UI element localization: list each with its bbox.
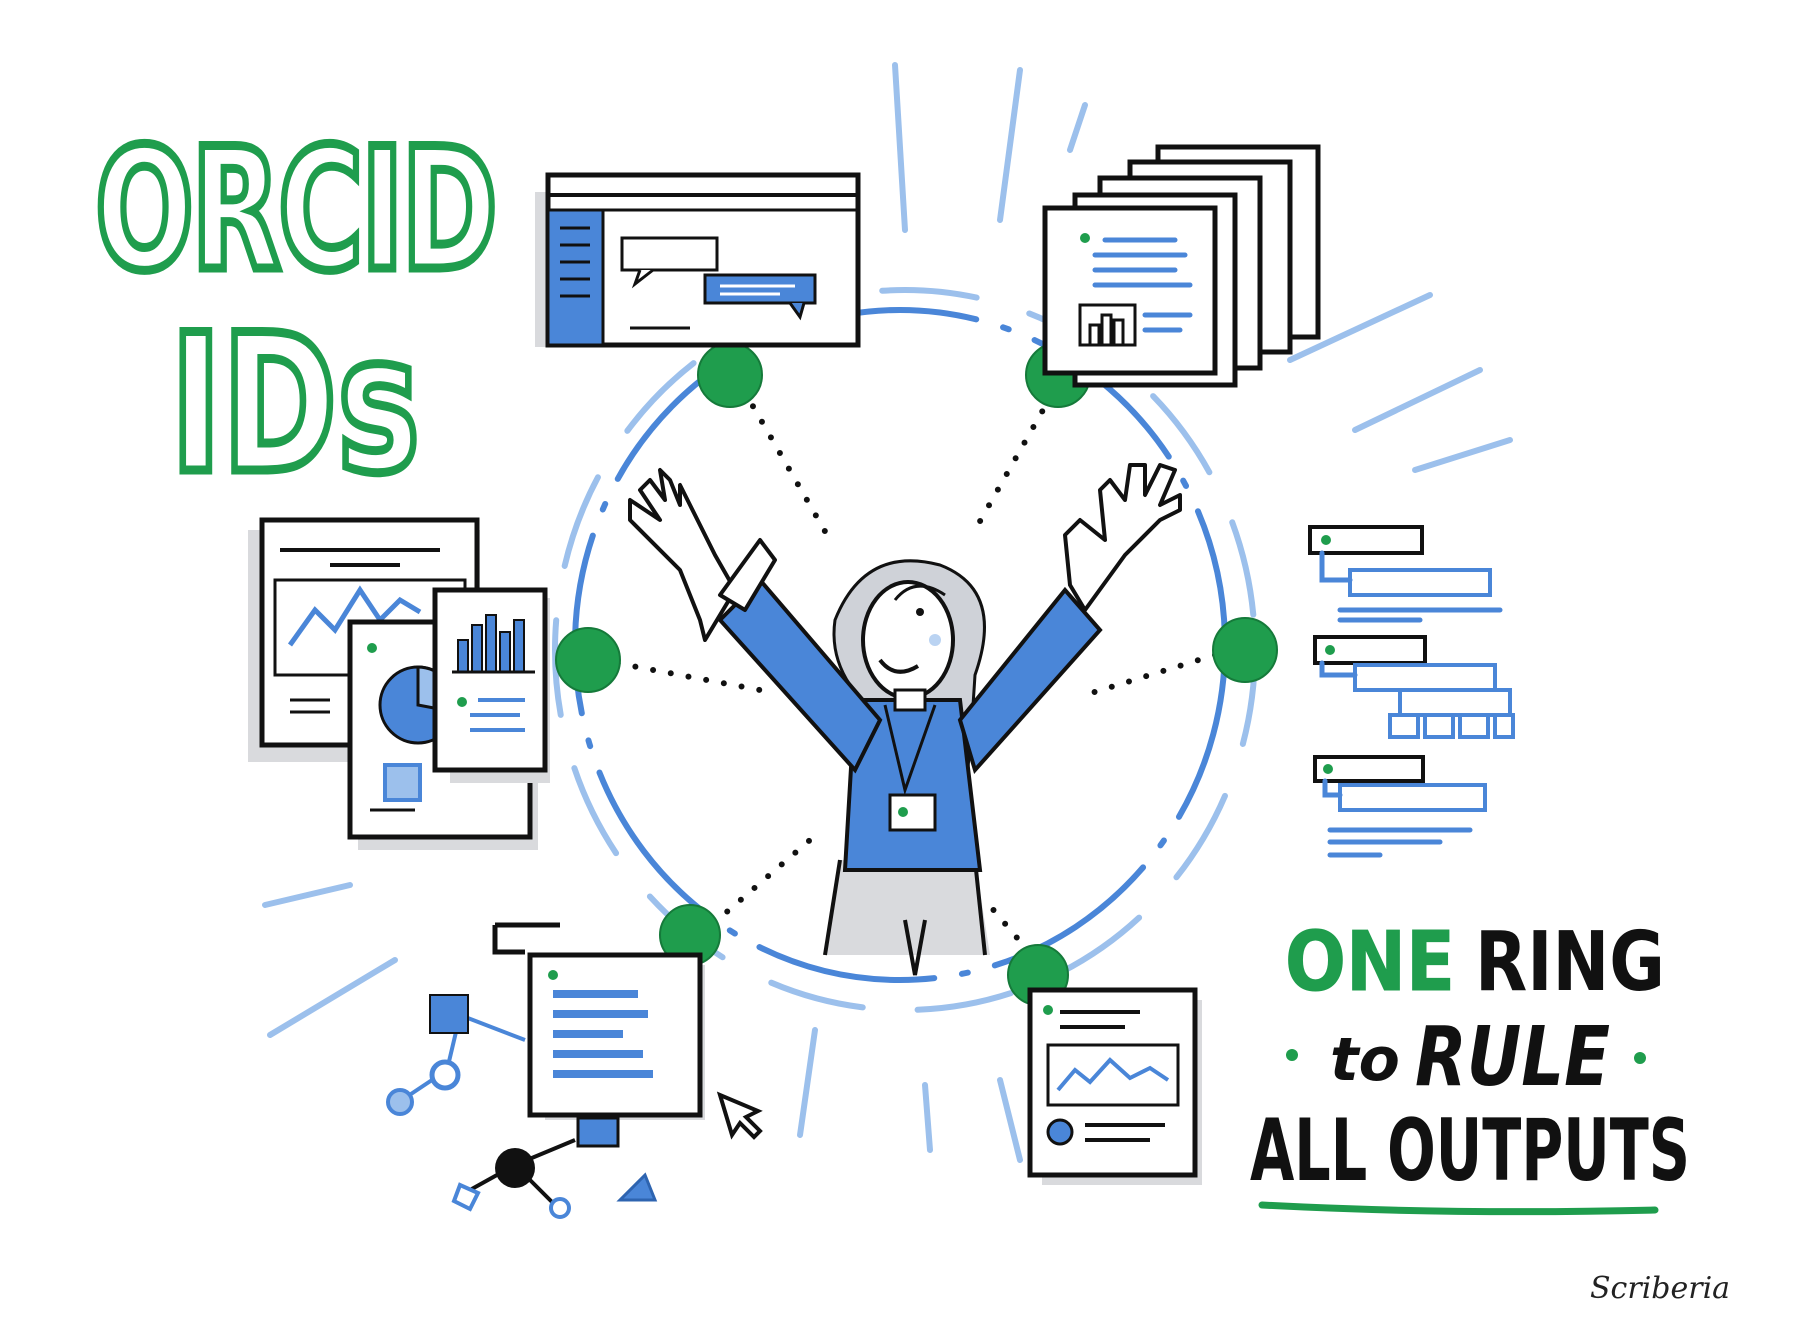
slogan-one: ONE	[1285, 915, 1455, 1010]
node-top-left	[697, 342, 763, 408]
signature: Scriberia	[1590, 1271, 1730, 1306]
report-with-chart-icon	[1027, 987, 1202, 1185]
slogan-all-outputs: ALL OUTPUTS	[1250, 1101, 1690, 1201]
document-stack-icon	[1042, 144, 1321, 388]
signature-text: Scriberia	[1590, 1271, 1730, 1306]
outline-list-icon	[1308, 525, 1515, 858]
web-app-window-icon	[535, 172, 861, 348]
slogan-bullet-left	[1286, 1049, 1298, 1061]
dotted-connectors	[597, 372, 1218, 968]
node-right	[1212, 617, 1278, 683]
charts-and-reports-icon	[248, 517, 550, 850]
slogan-ring: RING	[1475, 915, 1665, 1010]
slogan: ONE RING to RULE ALL OUTPUTS	[1250, 915, 1690, 1216]
network-diagram-and-document-icon	[386, 922, 763, 1219]
title-orcid: ORCID	[95, 112, 495, 308]
slogan-to: to	[1330, 1025, 1400, 1095]
light-rays	[262, 62, 1513, 1163]
title-block: ORCID IDs	[91, 108, 504, 520]
slogan-rule: RULE	[1415, 1010, 1610, 1105]
slogan-underline	[1258, 1201, 1659, 1216]
slogan-bullet-right	[1634, 1052, 1646, 1064]
person-with-raised-arms	[628, 463, 1182, 976]
node-left	[555, 627, 621, 693]
title-ids: IDs	[170, 294, 420, 515]
